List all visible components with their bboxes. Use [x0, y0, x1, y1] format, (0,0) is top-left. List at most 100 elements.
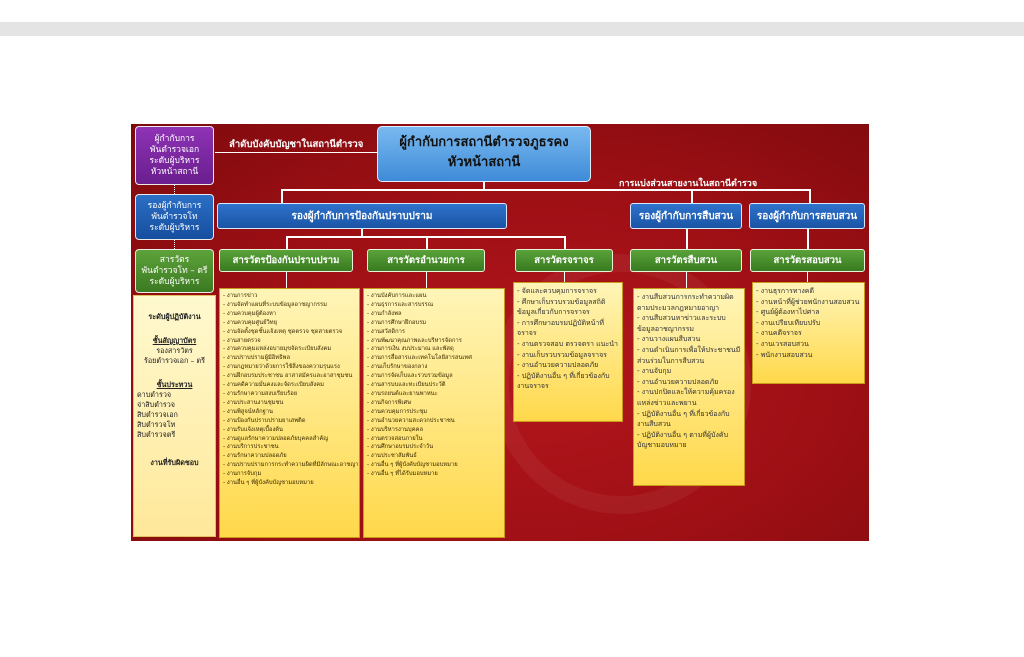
rank-box-deputy: รองผู้กำกับการ พันตำรวจโท ระดับผู้บริหาร: [135, 194, 214, 240]
connector: [686, 229, 688, 249]
task-item: - งานสายตรวจ: [223, 337, 261, 344]
connector: [426, 272, 427, 288]
task-item: - งานอำนวยความสะดวกประชาชน: [367, 417, 455, 424]
station-head-subtitle: หัวหน้าสถานี: [447, 155, 521, 170]
task-item: - งานเวรสอบสวน: [756, 339, 809, 348]
connector: [809, 189, 811, 203]
connector: [286, 272, 287, 288]
legend-nco: สิบตำรวจโท: [137, 420, 176, 429]
task-item: - งานบริหารงานบุคคล: [367, 426, 424, 433]
task-item: - งานพิสูจน์หลักฐาน: [223, 408, 274, 415]
connector: [807, 272, 808, 282]
connector: [426, 236, 428, 249]
task-item: - งานอื่น ๆ ที่ผู้บังคับบัญชามอบหมาย: [367, 462, 458, 469]
legend-level: ระดับผู้ปฏิบัติงาน: [148, 312, 201, 321]
legend-officers-title: ชั้นสัญญาบัตร: [152, 336, 197, 345]
task-item: - งานป้องกันปราบปรามยาเสพติด: [223, 417, 306, 424]
connector: [215, 152, 377, 153]
task-item: - งานตรวจสอบภายใน: [367, 435, 423, 442]
connector: [361, 229, 363, 237]
task-item: - งานกฎหมายว่าด้วยการใช้สิ่งของความรุนแร…: [223, 364, 340, 371]
task-item: - งานฝึกอบรมประชาชน อาสาสมัครและอาสาชุมช…: [223, 373, 353, 380]
org-chart: ผู้กำกับการ พันตำรวจเอก ระดับผู้บริหาร ห…: [131, 124, 869, 541]
connector: [281, 189, 811, 191]
task-item: - ปฏิบัติงานอื่น ๆ ที่เกี่ยวข้องกับงานจร…: [517, 371, 610, 391]
task-item: - งานการเงิน งบประมาณ และพัสดุ: [367, 346, 454, 353]
task-item: - งานควบคุมศูนย์วิทยุ: [223, 319, 278, 326]
tasks-traffic: - จัดและควบคุมการจราจร - ศึกษาเก็บรวบรวมข…: [513, 282, 623, 422]
task-item: - งานรับแจ้งเหตุเบื้องต้น: [223, 426, 284, 433]
legend-nco: ดาบตำรวจ: [137, 390, 172, 399]
legend-nco: จ่าสิบตำรวจ: [137, 400, 176, 409]
legend-nco: สิบตำรวจตรี: [137, 430, 176, 439]
legend-officer: รองสารวัตร: [156, 346, 193, 355]
task-item: - งานอำนวยความปลอดภัย: [637, 377, 719, 386]
rank-box-inspector: สารวัตร พันตำรวจโท – ตรี ระดับผู้บริหาร: [135, 249, 214, 293]
division-label: การแบ่งส่วนสายงานในสถานีตำรวจ: [619, 179, 758, 189]
task-item: - งานอำนวยความปลอดภัย: [517, 361, 599, 370]
connector: [686, 272, 687, 288]
rank-text: ระดับผู้บริหาร: [149, 276, 200, 287]
task-item: - งานจัดทำแผนที่ระบบข้อมูลอาชญากรรม: [223, 301, 327, 308]
task-item: - งานควบคุมการประชุม: [367, 408, 428, 415]
task-item: - การศึกษาอบรมปฏิบัติหน้าที่จราจร: [517, 318, 605, 338]
rank-text: ระดับผู้บริหาร: [149, 222, 200, 233]
rank-text: ผู้กำกับการ: [154, 133, 195, 144]
task-item: - งานการจับกุม: [223, 471, 262, 478]
task-item: - งานจับกุม: [637, 367, 672, 376]
task-item: - งานบริการประชาชน: [223, 444, 279, 451]
rank-text: พันตำรวจโท: [151, 211, 198, 222]
connector: [174, 185, 175, 194]
section-inquiry: สารวัตรสอบสวน: [750, 249, 865, 272]
task-item: - งานรถยนต์และยานพาหนะ: [367, 390, 438, 397]
task-item: - งานการข่าว: [223, 293, 258, 299]
task-item: - งานสารบบและทะเบียนประวัติ: [367, 382, 446, 389]
rank-box-superintendent: ผู้กำกับการ พันตำรวจเอก ระดับผู้บริหาร ห…: [135, 126, 214, 185]
legend-officer: ร้อยตำรวจเอก – ตรี: [143, 356, 206, 365]
rank-text: พันตำรวจเอก: [149, 144, 200, 155]
rank-legend: ระดับผู้ปฏิบัติงาน ชั้นสัญญาบัตร รองสารว…: [133, 295, 216, 537]
task-item: - งานจัดตั้งชุดชั้นแจ้งเหตุ ชุดตรวจ ชุดส…: [223, 328, 343, 335]
task-item: - งานสืบสวนการกระทำความผิดตามประมวลกฎหมา…: [637, 293, 734, 312]
tasks-prevention: - งานการข่าว - งานจัดทำแผนที่ระบบข้อมูลอา…: [219, 288, 360, 538]
task-item: - งานควบคุมผู้ต้องหา: [223, 310, 277, 317]
task-item: - งานกิจการพิเศษ: [367, 399, 412, 406]
task-item: - จัดและควบคุมการจราจร: [517, 287, 597, 295]
connector: [286, 236, 288, 249]
section-prevention: สารวัตรป้องกันปราบปราม: [219, 249, 353, 272]
task-item: - งานเก็บรวบรวมข้อมูลจราจร: [517, 350, 607, 359]
task-item: - งานอื่น ๆ ที่ได้รับมอบหมาย: [367, 471, 438, 478]
rank-text: รองผู้กำกับการ: [147, 200, 202, 211]
legend-nco-title: ชั้นประทวน: [156, 380, 193, 389]
section-investigation: สารวัตรสืบสวน: [630, 249, 742, 272]
legend-footer: งานที่รับผิดชอบ: [150, 458, 199, 467]
section-admin: สารวัตรอำนวยการ: [367, 249, 485, 272]
task-item: - งานปราบปรามผู้มีอิทธิพล: [223, 355, 291, 362]
connector: [483, 182, 485, 190]
task-item: - ศูนย์ผู้ต้องหาไปศาล: [756, 308, 820, 317]
tasks-inquiry: - งานธุรการทางคดี- งานหน้าที่ผู้ช่วยพนัก…: [752, 282, 865, 384]
connector: [564, 272, 565, 282]
window-top-bar: [0, 22, 1024, 36]
task-item: - งานเก็บรักษาของกลาง: [367, 364, 428, 371]
task-item: - งานเปรียบเทียบปรับ: [756, 318, 821, 327]
dept-inquiry: รองผู้กำกับการสอบสวน: [749, 203, 865, 229]
task-item: - งานดำเนินการเพื่อให้ประชาชนมีส่วนร่วมใ…: [637, 345, 741, 365]
task-item: - ศึกษาเก็บรวบรวมข้อมูลสถิติข้อมูลเกี่ยว…: [517, 297, 606, 317]
tasks-investigation: - งานสืบสวนการกระทำความผิดตามประมวลกฎหมา…: [633, 288, 745, 486]
dept-investigation: รองผู้กำกับการสืบสวน: [630, 203, 742, 229]
legend-nco: สิบตำรวจเอก: [137, 410, 178, 419]
rank-text: หัวหน้าสถานี: [150, 166, 199, 177]
station-head-title: ผู้กำกับการสถานีตำรวจภูธรคง: [399, 135, 569, 150]
task-item: - งานรักษาความปลอดภัย: [223, 453, 287, 460]
command-label: ลำดับบังคับบัญชาในสถานีตำรวจ: [229, 139, 364, 150]
task-item: - งานสืบสวนหาข่าวและระบบข้อมูลอาชญากรรม: [637, 314, 726, 333]
task-item: - งานพัฒนาคุณภาพและบริหารจัดการ: [367, 337, 462, 344]
task-item: - งานประสานงานชุมชน: [223, 399, 284, 406]
task-item: - งานประชาสัมพันธ์: [367, 453, 417, 460]
task-item: - ปฏิบัติงานอื่น ๆ ตามที่ผู้บังคับบัญชาม…: [637, 430, 729, 450]
connector: [807, 229, 809, 249]
task-item: - งานศึกษาอบรมประจำวัน: [367, 444, 434, 451]
connector: [564, 236, 566, 249]
rank-text: สารวัตร: [159, 254, 190, 265]
